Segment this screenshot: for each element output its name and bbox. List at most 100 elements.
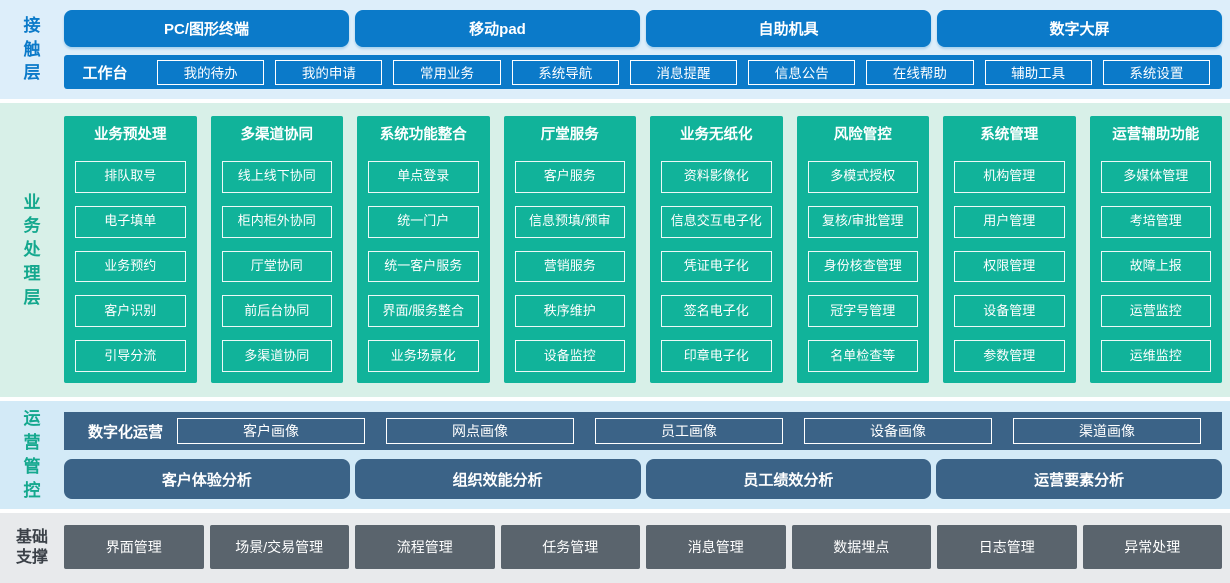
channel-digital-screen: 数字大屏 [937, 10, 1222, 47]
column-risk-control: 风险管控 多模式授权 复核/审批管理 身份核查管理 冠字号管理 名单检查等 [796, 116, 929, 383]
column-item: 权限管理 [954, 250, 1065, 283]
column-hall-service: 厅堂服务 客户服务 信息预填/预审 营销服务 秩序维护 设备监控 [503, 116, 636, 383]
portrait-device: 设备画像 [804, 418, 993, 444]
column-item: 多模式授权 [807, 161, 918, 193]
portrait-branch: 网点画像 [386, 418, 575, 444]
foundation-layer-content: 界面管理 场景/交易管理 流程管理 任务管理 消息管理 数据埋点 日志管理 异常… [64, 513, 1230, 583]
column-item: 信息交互电子化 [661, 205, 772, 238]
foundation-log-management: 日志管理 [937, 525, 1077, 569]
foundation-message-management: 消息管理 [646, 525, 786, 569]
workbench-item-message-alerts: 消息提醒 [629, 59, 738, 85]
operations-layer-content: 数字化运营 客户画像 网点画像 员工画像 设备画像 渠道画像 客户体验分析 组织… [64, 401, 1230, 509]
column-item: 设备管理 [954, 295, 1065, 328]
column-item: 签名电子化 [661, 295, 772, 328]
analysis-ops-factors: 运营要素分析 [936, 459, 1222, 499]
foundation-process-management: 流程管理 [355, 525, 495, 569]
workbench-bar: 工作台 我的待办 我的申请 常用业务 系统导航 消息提醒 信息公告 在线帮助 辅… [64, 55, 1222, 89]
column-item: 前后台协同 [221, 295, 332, 328]
column-title: 风险管控 [833, 127, 892, 143]
workbench-item-online-help: 在线帮助 [866, 59, 974, 85]
column-item: 厅堂协同 [221, 250, 332, 283]
column-item: 营销服务 [514, 250, 625, 283]
column-item: 考培管理 [1100, 205, 1211, 238]
foundation-support-layer: 基础支撑 界面管理 场景/交易管理 流程管理 任务管理 消息管理 数据埋点 日志… [0, 513, 1230, 583]
workbench-item-announcements: 信息公告 [748, 59, 856, 85]
foundation-ui-management: 界面管理 [64, 525, 204, 569]
column-item: 设备监控 [514, 340, 625, 372]
foundation-data-tracking: 数据埋点 [791, 525, 931, 569]
column-item: 界面/服务整合 [368, 295, 479, 328]
column-system-management: 系统管理 机构管理 用户管理 权限管理 设备管理 参数管理 [943, 116, 1076, 383]
portrait-channel: 渠道画像 [1013, 418, 1202, 444]
column-item: 引导分流 [75, 340, 186, 372]
contact-layer-label: 接触层 [23, 15, 41, 83]
column-item: 统一客户服务 [368, 250, 479, 283]
digital-operations-label: 数字化运营 [88, 423, 164, 441]
column-system-integration: 系统功能整合 单点登录 统一门户 统一客户服务 界面/服务整合 业务场景化 [357, 116, 490, 383]
column-item: 凭证电子化 [661, 250, 772, 283]
column-item: 多媒体管理 [1100, 161, 1211, 193]
workbench-item-system-nav: 系统导航 [511, 59, 619, 85]
column-title: 多渠道协同 [240, 127, 314, 143]
column-item: 资料影像化 [661, 161, 772, 193]
column-title: 运营辅助功能 [1112, 127, 1200, 143]
workbench-item-system-settings: 系统设置 [1102, 59, 1210, 85]
column-title: 业务无纸化 [680, 127, 753, 143]
foundation-task-management: 任务管理 [500, 525, 640, 569]
column-item: 电子填单 [75, 205, 186, 238]
column-item: 运维监控 [1100, 340, 1211, 372]
column-item: 印章电子化 [661, 340, 772, 372]
portrait-customer: 客户画像 [177, 418, 366, 444]
analysis-employee-performance: 员工绩效分析 [645, 459, 932, 499]
channel-self-service: 自助机具 [646, 10, 931, 47]
column-title: 系统管理 [980, 127, 1039, 143]
column-item: 身份核查管理 [807, 250, 918, 283]
column-item: 客户识别 [75, 295, 186, 328]
column-item: 排队取号 [75, 161, 186, 193]
column-item: 客户服务 [514, 161, 625, 193]
contact-layer-content: PC/图形终端 移动pad 自助机具 数字大屏 工作台 我的待办 我的申请 常用… [64, 0, 1230, 99]
column-item: 用户管理 [954, 205, 1065, 238]
workbench-label: 工作台 [82, 64, 128, 82]
analysis-customer-experience: 客户体验分析 [64, 459, 350, 499]
workbench-item-todo: 我的待办 [157, 59, 265, 85]
business-layer-content: 业务预处理 排队取号 电子填单 业务预约 客户识别 引导分流 多渠道协同 线上线… [64, 103, 1230, 397]
column-title: 系统功能整合 [379, 127, 467, 143]
column-item: 复核/审批管理 [807, 205, 918, 238]
column-item: 业务场景化 [368, 340, 479, 372]
workbench-item-my-requests: 我的申请 [275, 59, 383, 85]
column-business-preprocess: 业务预处理 排队取号 电子填单 业务预约 客户识别 引导分流 [64, 116, 197, 383]
column-item: 参数管理 [954, 340, 1065, 372]
column-item: 冠字号管理 [807, 295, 918, 328]
column-title: 厅堂服务 [540, 127, 599, 143]
column-ops-auxiliary: 运营辅助功能 多媒体管理 考培管理 故障上报 运营监控 运维监控 [1089, 116, 1222, 383]
column-item: 单点登录 [368, 161, 479, 193]
operations-control-layer: 运营管控 数字化运营 客户画像 网点画像 员工画像 设备画像 渠道画像 客户体验… [0, 401, 1230, 509]
column-title: 业务预处理 [94, 127, 167, 143]
channel-pc: PC/图形终端 [64, 10, 349, 47]
channel-mobile-pad: 移动pad [355, 10, 640, 47]
column-multichannel-collab: 多渠道协同 线上线下协同 柜内柜外协同 厅堂协同 前后台协同 多渠道协同 [210, 116, 343, 383]
analysis-org-efficiency: 组织效能分析 [354, 459, 641, 499]
column-item: 机构管理 [954, 161, 1065, 193]
column-item: 秩序维护 [514, 295, 625, 328]
analysis-row: 客户体验分析 组织效能分析 员工绩效分析 运营要素分析 [64, 459, 1222, 499]
channel-row: PC/图形终端 移动pad 自助机具 数字大屏 [64, 0, 1222, 47]
operations-layer-label: 运营管控 [23, 409, 41, 500]
foundation-exception-handling: 异常处理 [1082, 525, 1222, 569]
column-item: 故障上报 [1100, 250, 1211, 283]
portrait-employee: 员工画像 [595, 418, 784, 444]
column-item: 业务预约 [75, 250, 186, 283]
digital-operations-bar: 数字化运营 客户画像 网点画像 员工画像 设备画像 渠道画像 [64, 412, 1222, 450]
business-processing-layer: 业务处理层 业务预处理 排队取号 电子填单 业务预约 客户识别 引导分流 多渠道… [0, 103, 1230, 397]
foundation-scene-transaction: 场景/交易管理 [209, 525, 349, 569]
foundation-layer-label: 基础支撑 [15, 529, 48, 566]
column-item: 线上线下协同 [221, 161, 332, 193]
column-item: 柜内柜外协同 [221, 205, 332, 238]
business-layer-label: 业务处理层 [23, 192, 41, 307]
workbench-item-common-business: 常用业务 [393, 59, 501, 85]
column-item: 名单检查等 [807, 340, 918, 372]
column-item: 信息预填/预审 [514, 205, 625, 238]
column-item: 统一门户 [368, 205, 479, 238]
column-paperless: 业务无纸化 资料影像化 信息交互电子化 凭证电子化 签名电子化 印章电子化 [650, 116, 783, 383]
